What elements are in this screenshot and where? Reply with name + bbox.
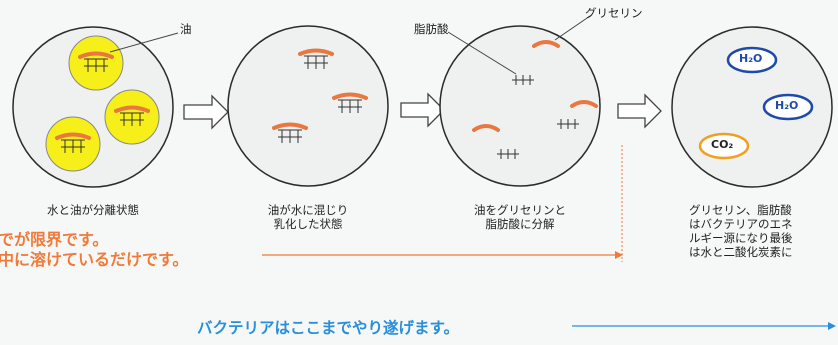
- glycerin-label: グリセリン: [585, 6, 643, 20]
- arrow-3: [617, 93, 662, 129]
- blue-note: バクテリアはここまでやり遂げます。: [197, 319, 459, 337]
- stage2-circle: [227, 25, 389, 187]
- fatty-acid-label: 脂肪酸: [414, 22, 449, 36]
- stage1-caption: 水と油が分離状態: [47, 203, 139, 217]
- h2o-ellipse-2: [762, 93, 814, 121]
- oil-droplet: [45, 116, 101, 172]
- arrow-1: [183, 94, 229, 130]
- oil-pointer-line: [109, 32, 179, 53]
- stage4-caption: グリセリン、脂肪酸 はバクテリアのエネ ルギー源になり最後 は水と二酸化炭素に: [689, 203, 793, 259]
- arrow-2: [400, 92, 445, 128]
- stage4-circle: [671, 26, 833, 188]
- h2o-ellipse-1: [726, 46, 778, 74]
- orange-arrow-head: [615, 251, 623, 259]
- stage3-circle: [439, 15, 601, 187]
- oil-droplet: [104, 89, 160, 145]
- orange-note-line2: 中に溶けているだけです。: [0, 250, 189, 269]
- h2o-label-1: H₂O: [739, 52, 763, 65]
- stage2-caption: 油が水に混じり 乳化した状態: [267, 203, 349, 231]
- glycerin-pointer-line: [554, 15, 591, 41]
- co2-ellipse: [698, 132, 750, 160]
- co2-label: CO₂: [711, 138, 734, 151]
- blue-arrow-head: [828, 322, 836, 330]
- stage1-circle: [12, 26, 179, 188]
- oil-droplet: [68, 35, 124, 91]
- orange-note-line1: でが限界です。: [0, 230, 109, 249]
- stage3-caption: 油をグリセリンと 脂肪酸に分解: [474, 203, 566, 231]
- oil-label: 油: [180, 22, 192, 36]
- h2o-label-2: H₂O: [775, 99, 799, 112]
- fatty-acid-pointer-line: [447, 31, 517, 75]
